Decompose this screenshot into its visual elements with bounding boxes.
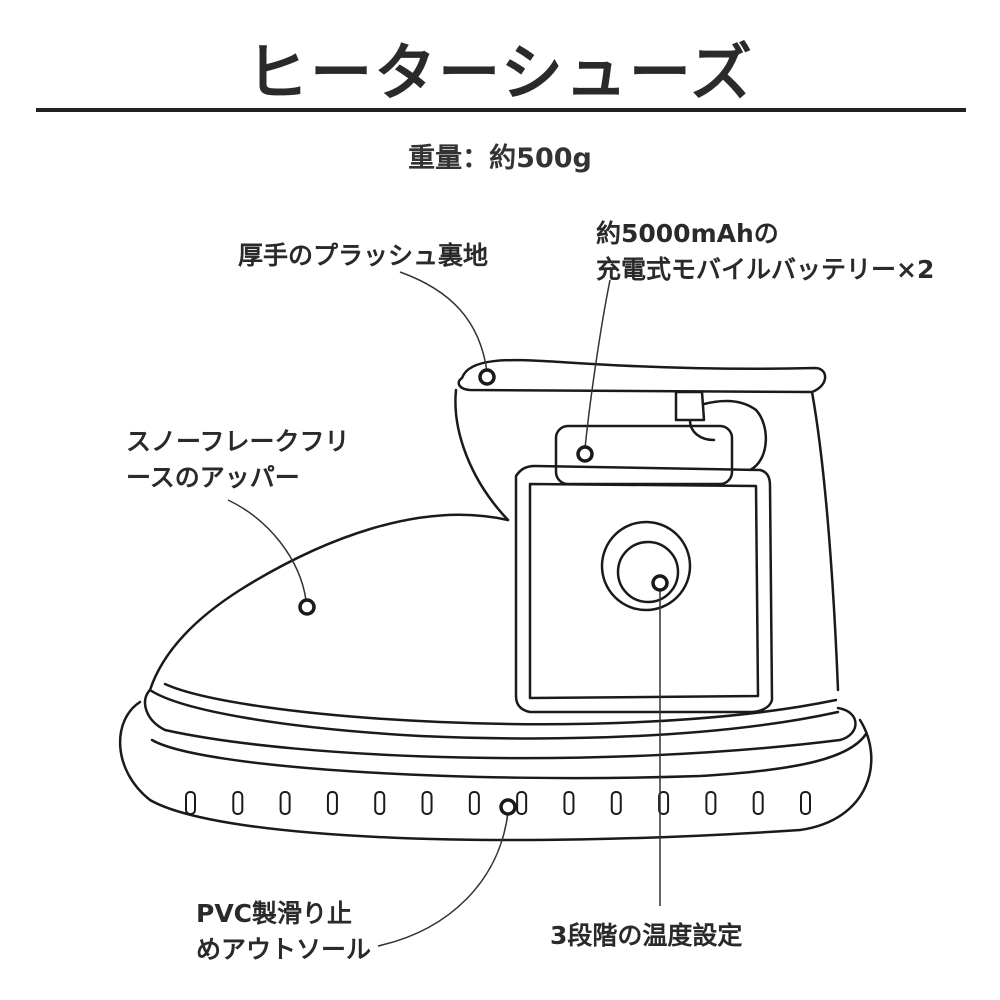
temperature-dial-outer	[600, 520, 692, 612]
marker-temperature	[651, 574, 669, 592]
label-outsole-line2: めアウトソール	[196, 935, 372, 964]
tread-block	[185, 791, 196, 815]
marker-fleece-upper	[298, 598, 316, 616]
tread-block	[279, 791, 291, 815]
battery-pocket-inner	[528, 482, 760, 700]
label-plush-lining: 厚手のプラッシュ裏地	[238, 238, 488, 274]
label-fleece-upper-line2: ースのアッパー	[126, 463, 300, 492]
label-outsole-line1: PVC製滑り止	[196, 899, 353, 928]
label-battery-line2: 充電式モバイルバッテリー×2	[596, 255, 935, 284]
title-divider	[36, 108, 966, 112]
leader-fleece-upper	[227, 499, 307, 601]
label-temperature-line1: 3段階の温度設定	[550, 921, 743, 950]
boot-shaft	[454, 388, 840, 692]
tread-block	[705, 791, 717, 815]
boot-cuff	[457, 358, 827, 394]
battery-pocket	[514, 464, 774, 714]
marker-outsole	[499, 798, 517, 816]
boot-upper	[148, 513, 840, 740]
temperature-dial-inner	[616, 540, 680, 604]
label-battery: 約5000mAhの 充電式モバイルバッテリー×2	[596, 216, 934, 288]
tread-block	[516, 791, 528, 815]
tread-block	[800, 791, 811, 815]
label-outsole: PVC製滑り止 めアウトソール	[196, 896, 371, 968]
marker-plush-lining	[478, 368, 496, 386]
leader-battery	[584, 279, 611, 449]
outsole	[119, 700, 873, 842]
weight-spec: 重量：約500g	[408, 143, 592, 174]
outsole-midsole	[143, 688, 857, 760]
tread-block	[610, 791, 622, 815]
label-fleece-upper-line1: スノーフレークフリ	[126, 427, 350, 456]
page-title: ヒーターシューズ	[246, 36, 754, 109]
leader-outsole	[377, 811, 509, 947]
tread-block	[326, 791, 338, 815]
tread-block	[658, 791, 670, 815]
label-plush-lining-line1: 厚手のプラッシュ裏地	[238, 241, 489, 270]
outsole-inner	[150, 732, 868, 780]
marker-battery	[576, 445, 594, 463]
label-fleece-upper: スノーフレークフリ ースのアッパー	[126, 424, 350, 496]
tread-block	[752, 791, 764, 815]
battery-cable	[674, 390, 768, 472]
battery-pack	[554, 424, 734, 486]
tread-block	[374, 791, 386, 815]
label-battery-line1: 約5000mAhの	[596, 219, 779, 248]
tread-block	[468, 791, 480, 815]
tread-block	[563, 791, 575, 815]
leader-plush-lining	[399, 271, 488, 373]
boot-upper-inner	[163, 682, 838, 726]
tread-block	[232, 791, 244, 815]
tread-block	[421, 791, 433, 815]
label-temperature: 3段階の温度設定	[550, 918, 742, 954]
